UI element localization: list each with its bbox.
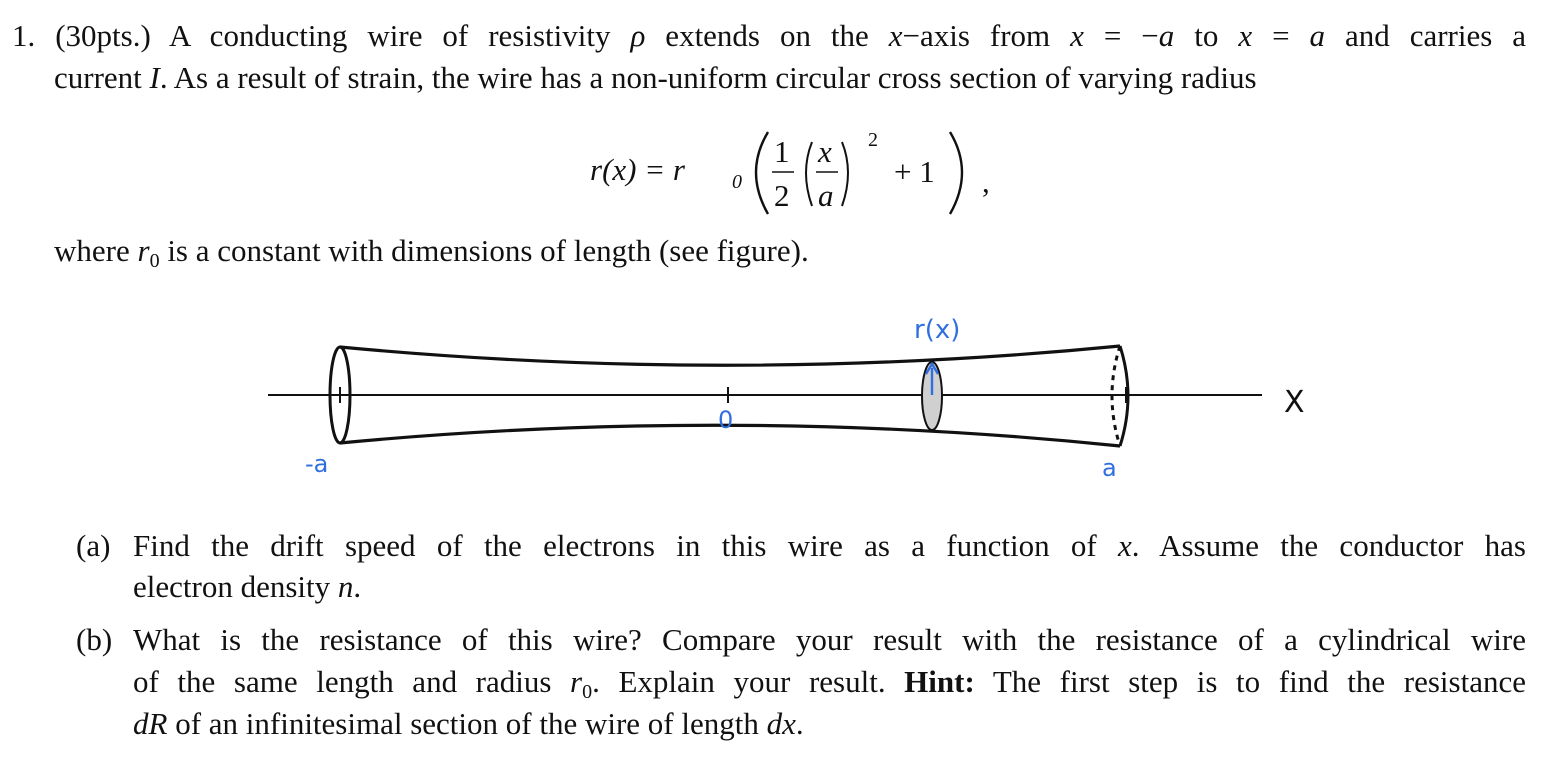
wire-top-edge bbox=[339, 344, 1121, 367]
intro-text: . As a result of strain, the wire has a … bbox=[159, 60, 1257, 95]
part-b-line-3: dR of an infinitesimal section of the wi… bbox=[133, 706, 804, 742]
right-end-cap-back bbox=[1110, 345, 1122, 447]
part-a-text: . bbox=[353, 569, 362, 604]
part-b-text: . Explain your result. bbox=[592, 664, 905, 699]
eq-exponent: 2 bbox=[868, 129, 878, 151]
part-b-text: of the same length and radius bbox=[133, 664, 571, 699]
n-symbol: n bbox=[337, 569, 354, 604]
x-symbol: x bbox=[888, 18, 903, 53]
label-rx: r(x) bbox=[914, 315, 960, 345]
part-a-text: electron density bbox=[133, 569, 338, 604]
where-text: is a constant with dimensions of length … bbox=[159, 233, 809, 268]
part-b-line-2: of the same length and radius r0. Explai… bbox=[133, 664, 1526, 703]
label-x-axis: X bbox=[1284, 385, 1305, 420]
left-paren bbox=[754, 131, 770, 215]
part-a-line-2: electron density n. bbox=[133, 569, 361, 605]
intro-text: to bbox=[1174, 18, 1239, 53]
right-paren bbox=[948, 131, 964, 215]
radius-equation: r(x) = r 0 1 2 x a 2 + 1 , bbox=[590, 129, 990, 215]
r0-subscript: 0 bbox=[149, 250, 160, 272]
where-text: where bbox=[54, 233, 138, 268]
part-a-label: (a) bbox=[76, 528, 111, 563]
part-b-text: What is the resistance of this wire? Com… bbox=[133, 622, 1526, 657]
r0-subscript: 0 bbox=[582, 681, 593, 703]
part-b-text: . bbox=[795, 706, 804, 741]
label-neg-a: -a bbox=[305, 450, 328, 478]
label-zero: 0 bbox=[718, 406, 733, 434]
part-b-text: The first step is to find the resistance bbox=[974, 664, 1526, 699]
eq-plus-one: + 1 bbox=[894, 154, 935, 189]
part-b-line-1: What is the resistance of this wire? Com… bbox=[133, 622, 1526, 658]
frac1-den: 2 bbox=[774, 178, 790, 213]
dR-symbol: dR bbox=[133, 706, 168, 741]
part-a-text: . Assume the conductor has bbox=[1131, 528, 1526, 563]
problem-line-2: current I. As a result of strain, the wi… bbox=[54, 60, 1257, 96]
rho-symbol: ρ bbox=[630, 18, 646, 53]
a-symbol: a bbox=[1158, 18, 1175, 53]
x-symbol: x bbox=[1118, 528, 1132, 563]
part-b-label: (b) bbox=[76, 622, 113, 657]
problem-number: 1. bbox=[12, 18, 36, 53]
problem-points: (30pts.) bbox=[55, 18, 151, 53]
right-end-cap-front bbox=[1118, 345, 1130, 447]
where-line: where r0 is a constant with dimensions o… bbox=[54, 233, 809, 272]
intro-text: A conducting wire of resistivity bbox=[150, 18, 631, 53]
wire-figure: r(x) -a 0 a X bbox=[268, 315, 1305, 482]
radius-arrowhead bbox=[924, 361, 940, 375]
intro-text: = − bbox=[1083, 18, 1159, 53]
eq-lhs-sub: 0 bbox=[732, 171, 742, 193]
intro-text: current bbox=[54, 60, 150, 95]
inner-left-paren bbox=[805, 141, 813, 207]
x-symbol: x bbox=[1238, 18, 1253, 53]
intro-text: and carries a bbox=[1325, 18, 1527, 53]
r0-symbol: r bbox=[570, 664, 583, 699]
part-a-text: Find the drift speed of the electrons in… bbox=[133, 528, 1118, 563]
dx-symbol: dx bbox=[766, 706, 796, 741]
frac1-num: 1 bbox=[774, 134, 790, 169]
frac2-num: x bbox=[817, 134, 832, 169]
eq-comma: , bbox=[982, 164, 990, 199]
a-symbol: a bbox=[1309, 18, 1326, 53]
inner-right-paren bbox=[841, 141, 849, 207]
left-end-cap bbox=[328, 345, 352, 445]
hint-label: Hint: bbox=[904, 664, 975, 699]
r0-symbol: r bbox=[137, 233, 150, 268]
intro-text: = bbox=[1252, 18, 1310, 53]
label-a: a bbox=[1102, 454, 1117, 482]
problem-line-1: 1. (30pts.) A conducting wire of resisti… bbox=[12, 18, 1526, 54]
frac2-den: a bbox=[818, 178, 834, 213]
current-symbol: I bbox=[149, 60, 160, 95]
wire-bottom-edge bbox=[339, 423, 1121, 448]
part-a-line-1: Find the drift speed of the electrons in… bbox=[133, 528, 1526, 564]
intro-text: extends on the bbox=[645, 18, 889, 53]
x-symbol: x bbox=[1070, 18, 1084, 53]
part-b-text: of an infinitesimal section of the wire … bbox=[167, 706, 767, 741]
eq-lhs: r(x) = r bbox=[590, 152, 686, 187]
intro-text: −axis from bbox=[902, 18, 1071, 53]
